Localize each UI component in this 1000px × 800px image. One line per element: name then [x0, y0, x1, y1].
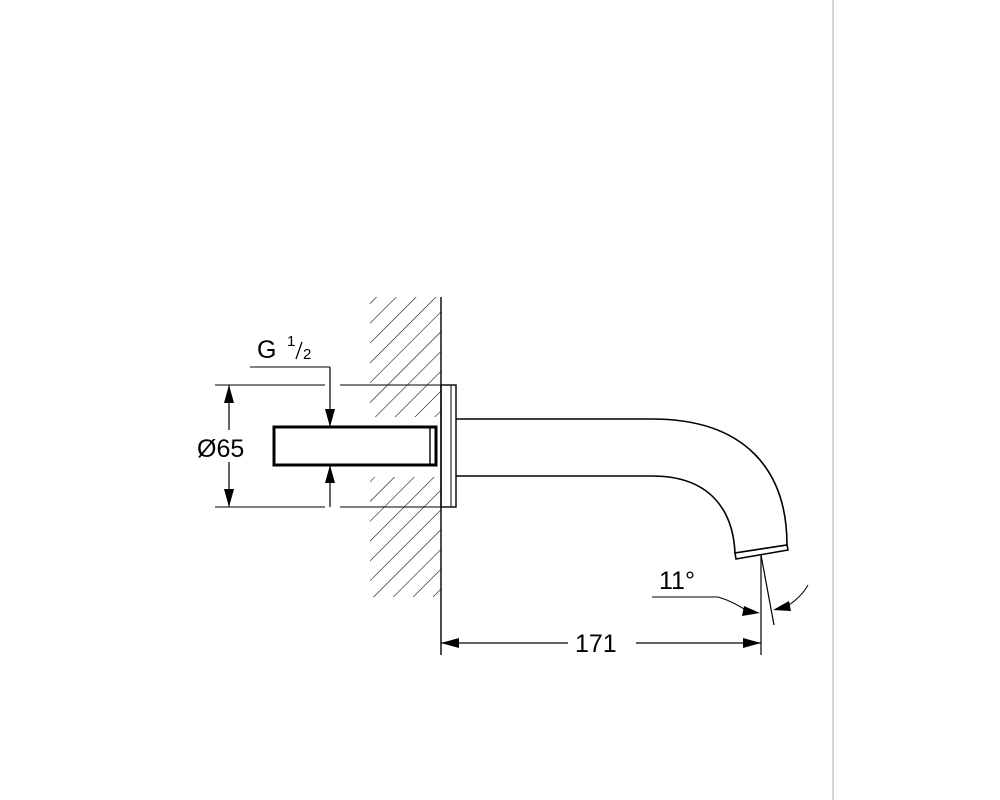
diameter-label: Ø65	[197, 435, 244, 463]
thread-fraction-denominator: 2	[303, 346, 311, 363]
angle-label: 11°	[659, 567, 695, 595]
wall-hatch	[370, 297, 441, 597]
thread-dimension	[250, 366, 335, 507]
length-label: 171	[575, 630, 617, 658]
wall-plate	[440, 384, 457, 508]
angle-dimension	[652, 554, 809, 626]
spout-outlet	[734, 544, 789, 560]
spout-body	[456, 418, 788, 554]
thread-label: G	[257, 336, 276, 364]
pipe-connector	[272, 425, 438, 467]
length-dimension	[441, 555, 762, 655]
thread-fraction-bar	[295, 341, 303, 360]
thread-fraction-numerator: 1	[287, 333, 295, 350]
diameter-dimension	[215, 384, 441, 508]
